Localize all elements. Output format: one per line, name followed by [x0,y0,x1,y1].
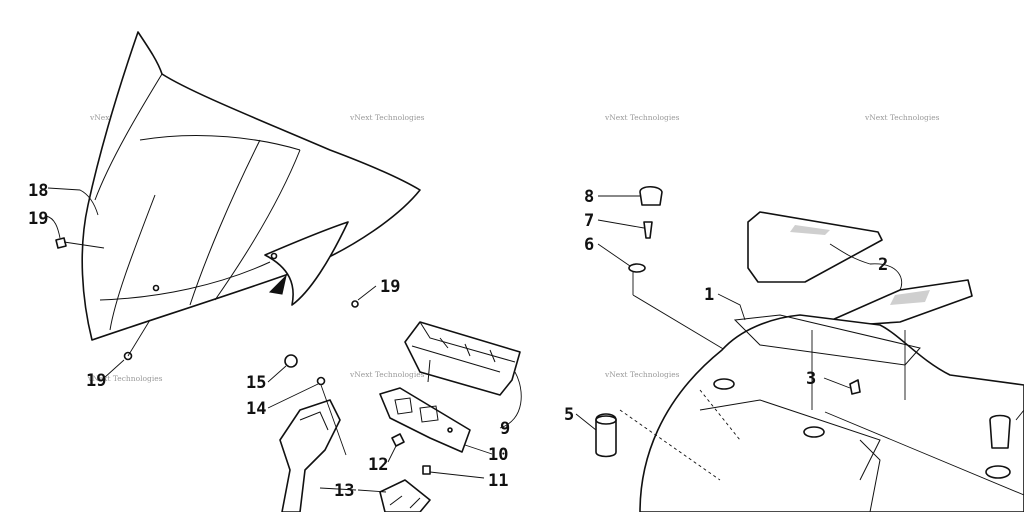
nut-washer [284,354,347,456]
right-edge-parts [985,409,1024,479]
callout-19: 19 [28,209,48,229]
callout-1: 1 [704,285,714,305]
watermark: vNext Technologies [349,370,425,379]
callout-leaders [45,187,903,493]
callout-13: 13 [334,481,354,501]
watermark: vNext Technologies [864,113,940,122]
callout-12: 12 [368,455,388,475]
callout-8: 8 [584,187,594,207]
ignition-switch [595,413,617,458]
watermark: vNext Technologies [604,370,680,379]
hood [619,314,1024,512]
callout-15: 15 [246,373,266,393]
callout-7: 7 [584,211,594,231]
small-hardware [391,433,431,475]
instrument-cluster [404,321,521,396]
callout-5: 5 [564,405,574,425]
callout-14: 14 [246,399,266,419]
callout-18: 18 [28,181,48,201]
callout-6: 6 [584,235,594,255]
callout-9: 9 [500,419,510,439]
screw-3 [824,379,1024,496]
callout-2: 2 [878,255,888,275]
callout-labels: 18 19 19 19 15 14 13 12 11 10 9 8 7 6 5 … [28,181,888,501]
direction-arrow-icon [268,274,287,295]
windshield [81,31,421,341]
callout-10: 10 [488,445,508,465]
side-deflectors [747,211,973,327]
callout-3: 3 [806,369,816,389]
cluster-bracket [379,387,471,453]
mount-frame [279,399,431,512]
callout-19: 19 [380,277,400,297]
watermark: vNext Technologies [604,113,680,122]
callout-11: 11 [488,471,508,491]
key-switch-parts [628,185,726,351]
windshield-screws [55,237,359,361]
watermark: vNext Technologies [349,113,425,122]
watermark: vNext Technologies [87,374,163,383]
callout-19: 19 [86,371,106,391]
